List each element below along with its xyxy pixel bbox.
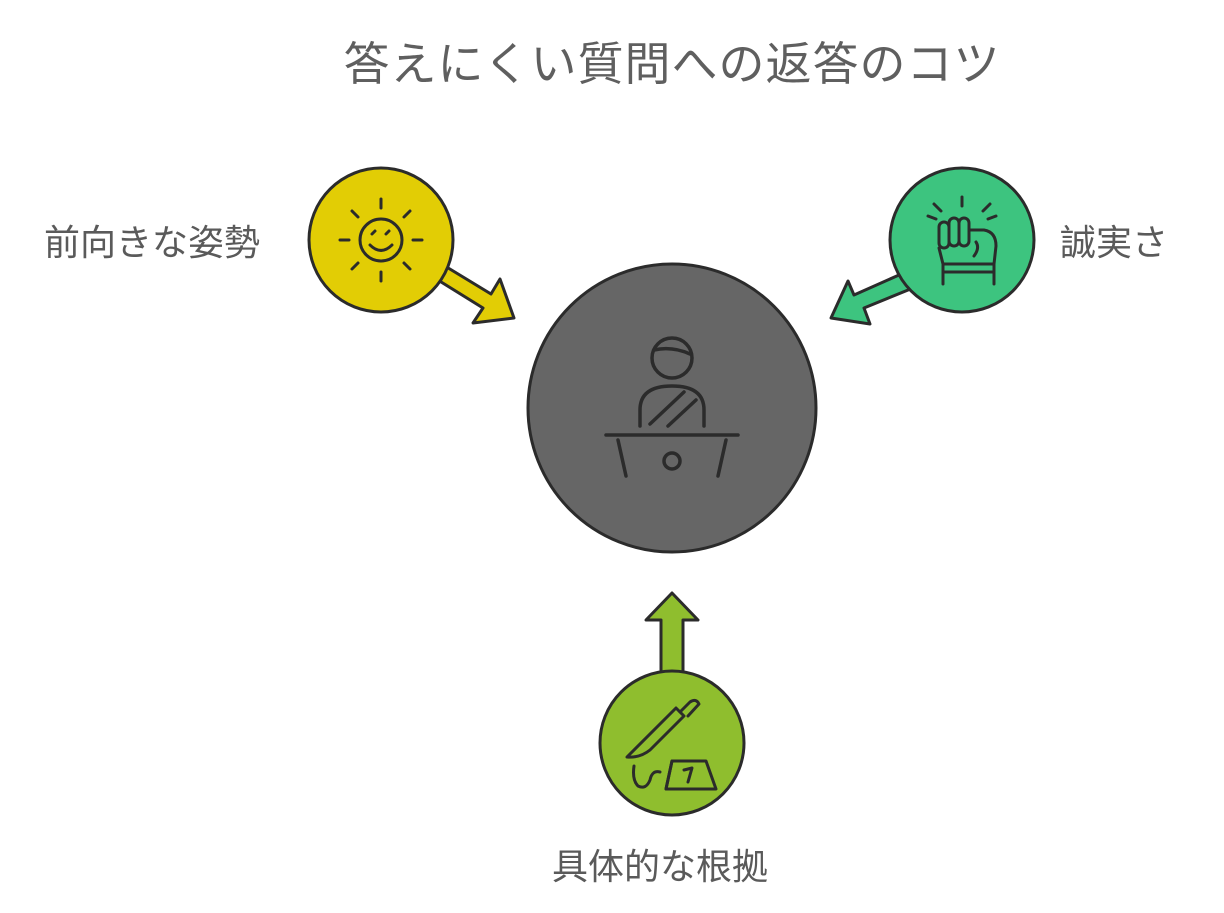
node-right-circle [888,166,1036,314]
speaker-at-podium-icon [604,336,740,478]
node-bottom-circle [598,669,746,817]
node-left-label: 前向きな姿勢 [44,223,261,264]
raised-fist-icon [926,195,998,286]
smiling-sun-icon [338,197,424,283]
node-left-circle [307,166,455,314]
node-bottom-label: 具体的な根拠 [552,847,769,888]
arrow-bottom-to-center [644,591,700,680]
node-right-label: 誠実さ [1060,223,1169,264]
node-center-circle [526,262,818,554]
arrow-right-to-center [829,273,915,326]
page-title: 答えにくい質問への返答のコツ [343,37,1001,91]
knife-evidence-marker-icon [625,698,718,791]
